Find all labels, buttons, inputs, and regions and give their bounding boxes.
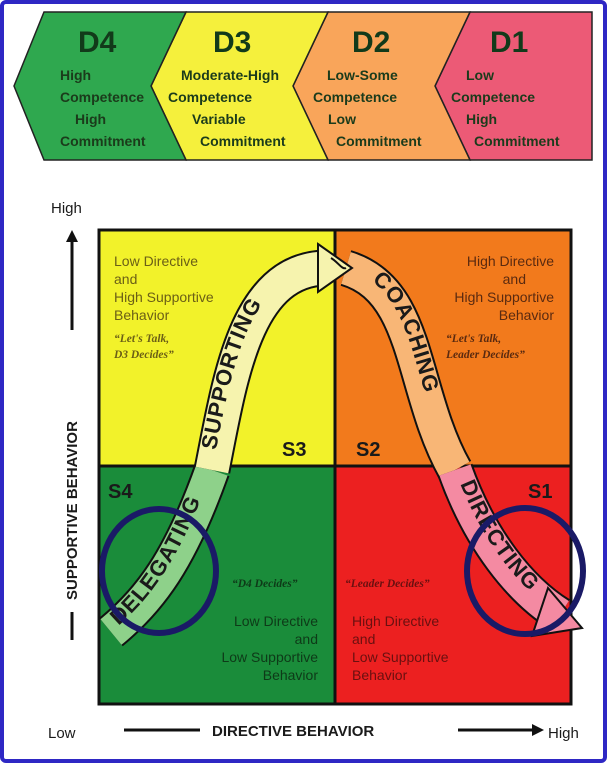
s1-line3: Low Supportive (352, 649, 449, 665)
s4-line4: Behavior (263, 667, 319, 683)
directing-highlight-circle (464, 505, 586, 637)
s2-line2: and (503, 271, 526, 287)
x-axis-high-label: High (548, 725, 579, 742)
delegating-highlight-circle (99, 506, 219, 636)
s2-quote2: Leader Decides” (445, 349, 525, 361)
s4-quote: “D4 Decides” (232, 578, 298, 590)
s4-text: “D4 Decides” Low Directive and Low Suppo… (221, 578, 318, 683)
s4-line1: Low Directive (234, 613, 318, 629)
d1-code: D1 (490, 26, 528, 59)
y-axis-high-label: High (51, 200, 82, 217)
situational-leadership-diagram: D4 High Competence High Commitment D3 Mo… (13, 11, 593, 742)
s1-line2: and (352, 631, 375, 647)
s2-line3: High Supportive (454, 289, 554, 305)
d2-code: D2 (352, 26, 390, 59)
s2-label: S2 (356, 439, 380, 461)
d4-line2: Competence (60, 89, 144, 105)
s1-label: S1 (528, 481, 552, 503)
s3-line3: High Supportive (114, 289, 214, 305)
s2-quote1: “Let's Talk, (446, 333, 501, 345)
d3-line4: Commitment (200, 133, 286, 149)
s4-line2: and (295, 631, 318, 647)
s3-line2: and (114, 271, 137, 287)
s3-line1: Low Directive (114, 253, 198, 269)
d2-line2: Competence (313, 89, 397, 105)
s1-line4: Behavior (352, 667, 408, 683)
development-levels: D4 High Competence High Commitment D3 Mo… (13, 11, 593, 161)
x-axis-low-label: Low (48, 725, 76, 742)
s2-line1: High Directive (467, 253, 554, 269)
d3-line1: Moderate-High (181, 67, 279, 83)
d3-line3: Variable (192, 111, 246, 127)
d4-line3: High (75, 111, 106, 127)
d4-code: D4 (78, 26, 117, 59)
s1-text: “Leader Decides” High Directive and Low … (345, 578, 449, 683)
d4-chevron (13, 11, 188, 161)
d1-line1: Low (466, 67, 494, 83)
d2-line3: Low (328, 111, 356, 127)
x-axis-title: DIRECTIVE BEHAVIOR (212, 723, 374, 740)
d4-line1: High (60, 67, 91, 83)
d1-line4: Commitment (474, 133, 560, 149)
d2-line4: Commitment (336, 133, 422, 149)
s3-text: Low Directive and High Supportive Behavi… (113, 253, 214, 361)
supporting-arrowhead (317, 242, 354, 294)
s2-text: High Directive and High Supportive Behav… (445, 253, 554, 361)
s3-quote2: D3 Decides” (113, 349, 174, 361)
d2-line1: Low-Some (327, 67, 398, 83)
y-axis: High SUPPORTIVE BEHAVIOR (51, 200, 82, 640)
d4-line4: Commitment (60, 133, 146, 149)
d3-line2: Competence (168, 89, 252, 105)
s3-label: S3 (282, 439, 306, 461)
s1-line1: High Directive (352, 613, 439, 629)
s1-quote: “Leader Decides” (345, 578, 430, 590)
s2-line4: Behavior (499, 307, 555, 323)
x-axis: Low DIRECTIVE BEHAVIOR High (48, 723, 579, 742)
directing-arrowhead (530, 586, 584, 638)
s3-line4: Behavior (114, 307, 170, 323)
s4-label: S4 (108, 481, 133, 503)
d1-line2: Competence (451, 89, 535, 105)
d1-line3: High (466, 111, 497, 127)
s4-line3: Low Supportive (221, 649, 318, 665)
y-axis-title: SUPPORTIVE BEHAVIOR (64, 421, 81, 600)
d3-code: D3 (213, 26, 251, 59)
s3-quote1: “Let's Talk, (114, 333, 169, 345)
